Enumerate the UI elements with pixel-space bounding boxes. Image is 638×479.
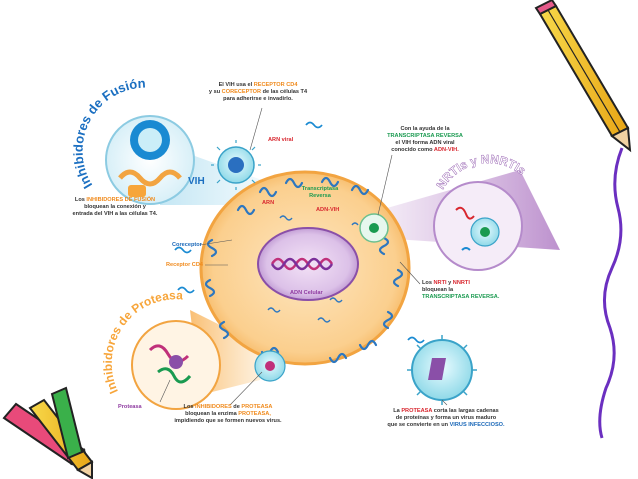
mature-virus — [407, 335, 477, 405]
coreceptor-label: Coreceptor — [172, 242, 202, 248]
adn-celular-label: ADN Celular — [290, 290, 323, 296]
rna-fragments — [267, 215, 359, 323]
pencil-top-right-icon — [534, 0, 632, 153]
rt-inset — [359, 213, 389, 243]
arn-viral-label: ARN viral — [268, 137, 294, 143]
receptor-cd4-label: Receptor CD4 — [166, 262, 203, 268]
rt-note: Con la ayuda de la TRANSCRIPTASA REVERSA… — [387, 126, 463, 153]
arn-label: ARN — [262, 200, 275, 206]
dna-strand-a — [270, 257, 334, 271]
cell-nucleus — [257, 227, 359, 301]
top-note: El VIH usa el RECEPTOR CD4 y su CORECEPT… — [208, 82, 308, 102]
budding-virus — [254, 350, 286, 382]
protease-inset — [131, 320, 221, 410]
fusion-note: Los INHIBIDORES DE FUSIÓN bloquean la co… — [72, 197, 158, 217]
vih-label: VIH — [188, 176, 205, 187]
fusion-inset — [105, 115, 195, 205]
proteasa-label: Proteasa — [118, 404, 142, 410]
dna-strand-b — [270, 257, 334, 271]
nrti-inset — [433, 181, 523, 271]
adn-vih-label: ADN-VIH — [316, 207, 340, 213]
entering-virus — [211, 140, 261, 190]
transcriptasa-label: Transcriptasa Reversa — [301, 186, 339, 199]
right-wavy-border — [598, 147, 624, 439]
mature-virus-note: La PROTEASA corta las largas cadenas de … — [387, 408, 505, 428]
nrti-note: Los NRTI y NNRTI bloquean la TRANSCRIPTA… — [422, 280, 500, 300]
pencils-bottom-left-icon — [2, 386, 94, 479]
floating-rna — [174, 121, 425, 344]
protease-note: Los INHIBIDORES de PROTEASA bloquean la … — [174, 404, 282, 424]
pointer-lines — [159, 107, 448, 406]
